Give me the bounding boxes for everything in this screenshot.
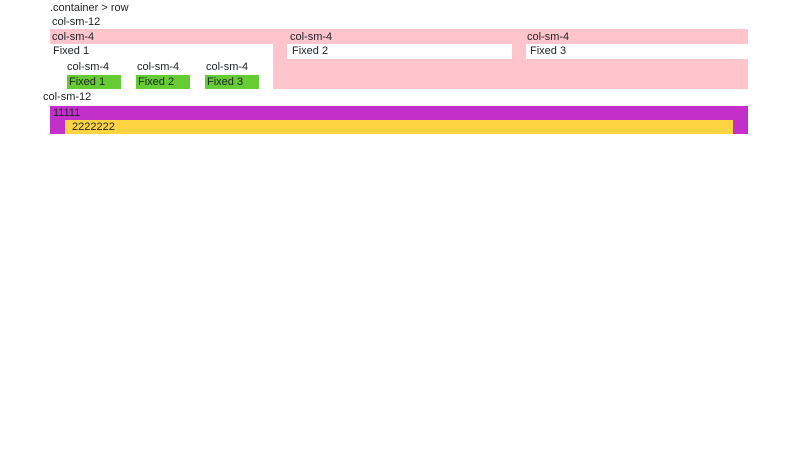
col-sm-12-top-caption: col-sm-12 [52,16,101,28]
stacked-inner-box-text: 2222222 [72,121,115,133]
outer-col-3-label: col-sm-4 [527,31,570,43]
fixed-box-2-text: Fixed 2 [292,45,329,57]
outer-grid-row: col-sm-4 col-sm-4 col-sm-4 Fixed 1 col-s… [50,29,748,89]
nested-col-3-label: col-sm-4 [206,61,249,73]
fixed-box-1-text: Fixed 1 [53,45,90,57]
stacked-outer-box-text: 11111 [53,107,81,119]
outer-col-2-label: col-sm-4 [290,31,333,43]
stacked-outer-box: 11111 2222222 [50,106,748,134]
nested-col-2-label: col-sm-4 [137,61,180,73]
nested-fixed-box-2: Fixed 2 [136,75,190,89]
outer-col-1-label: col-sm-4 [52,31,95,43]
col-sm-12-bottom-caption: col-sm-12 [43,91,92,103]
stacked-inner-box: 2222222 [65,120,733,134]
container-row-caption: .container > row [50,2,129,14]
fixed-box-1: Fixed 1 col-sm-4 col-sm-4 col-sm-4 Fixed… [50,44,273,89]
fixed-box-3: Fixed 3 [526,44,748,59]
nested-fixed-box-1: Fixed 1 [67,75,121,89]
fixed-box-3-text: Fixed 3 [530,45,567,57]
fixed-box-2: Fixed 2 [287,44,512,59]
nested-fixed-box-3: Fixed 3 [205,75,259,89]
nested-col-1-label: col-sm-4 [67,61,110,73]
